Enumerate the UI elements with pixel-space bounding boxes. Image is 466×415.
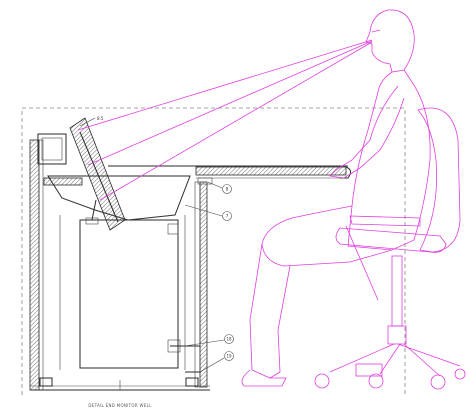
figure-lower-leg	[249, 243, 291, 379]
chair-caster-2	[368, 373, 384, 389]
sight-lines	[77, 39, 373, 201]
leveling-foot-left	[39, 377, 53, 387]
callout-bubble-3	[222, 211, 232, 221]
chair-seat	[335, 227, 447, 253]
callout-leader-2	[207, 181, 223, 189]
monitor-well	[43, 117, 191, 231]
leveling-foot-right	[185, 377, 199, 387]
monitor-mount-base	[85, 217, 99, 225]
callout-leader-3	[184, 204, 223, 217]
callout-label-4: 18	[226, 337, 232, 342]
chair-base-legs	[329, 343, 461, 377]
right-wall-panel	[199, 181, 208, 388]
monitor-back-edge	[79, 131, 119, 223]
figure-foot	[241, 369, 287, 387]
figure-head	[365, 9, 415, 73]
drawing-caption: DETAIL END MONITOR WELL	[88, 403, 152, 408]
callout-label-1: 8.5	[97, 116, 104, 121]
chair-armrest	[349, 215, 421, 227]
left-top-block	[37, 133, 67, 165]
figure-arm	[329, 85, 405, 179]
callout-label-3: 7	[226, 214, 229, 219]
seated-operator-figure	[241, 9, 431, 387]
console-cabinet	[29, 133, 210, 391]
chair-caster-1	[314, 373, 330, 389]
chair-arm-support	[345, 225, 379, 301]
callout-leader-1	[79, 117, 96, 127]
left-wall-panel	[29, 139, 40, 391]
callout-label-5: 19	[226, 354, 232, 359]
chair-gas-column	[391, 255, 403, 327]
desk-support-block	[197, 177, 213, 185]
figure-thigh	[261, 205, 393, 267]
callout-bubble-4	[224, 334, 234, 344]
callout-leader-5	[199, 357, 225, 373]
right-wall-liner	[194, 181, 201, 388]
office-chair	[314, 107, 466, 390]
bracket-upper	[167, 223, 179, 235]
figure-eye	[371, 29, 381, 33]
callout-label-2: 8	[226, 187, 229, 192]
left-top-block-inner	[41, 137, 63, 161]
callout-bubble-2	[222, 184, 232, 194]
sight-line-top	[77, 39, 373, 131]
sight-line-middle	[87, 40, 373, 166]
inner-equipment-box	[79, 219, 179, 369]
dashed-enclosure-outline	[21, 107, 406, 395]
figure-torso	[347, 69, 431, 251]
desk-top-hatch	[195, 166, 347, 176]
callouts: 8.5 8 7 18 19	[79, 116, 234, 373]
callout-bubble-5	[224, 351, 234, 361]
well-hatch-strip	[43, 177, 83, 186]
chair-column-base	[387, 325, 407, 345]
chair-caster-4	[454, 368, 466, 380]
monitor-mount-arm	[91, 199, 97, 221]
desk-surface	[108, 165, 352, 185]
callout-leader-4	[184, 339, 225, 347]
chair-caster-cluster	[355, 363, 383, 377]
chair-caster-3	[430, 374, 446, 390]
sight-line-bottom	[99, 41, 373, 201]
desk-nosing	[340, 166, 352, 179]
left-wall-liner	[38, 139, 44, 391]
chair-backrest	[417, 107, 461, 253]
